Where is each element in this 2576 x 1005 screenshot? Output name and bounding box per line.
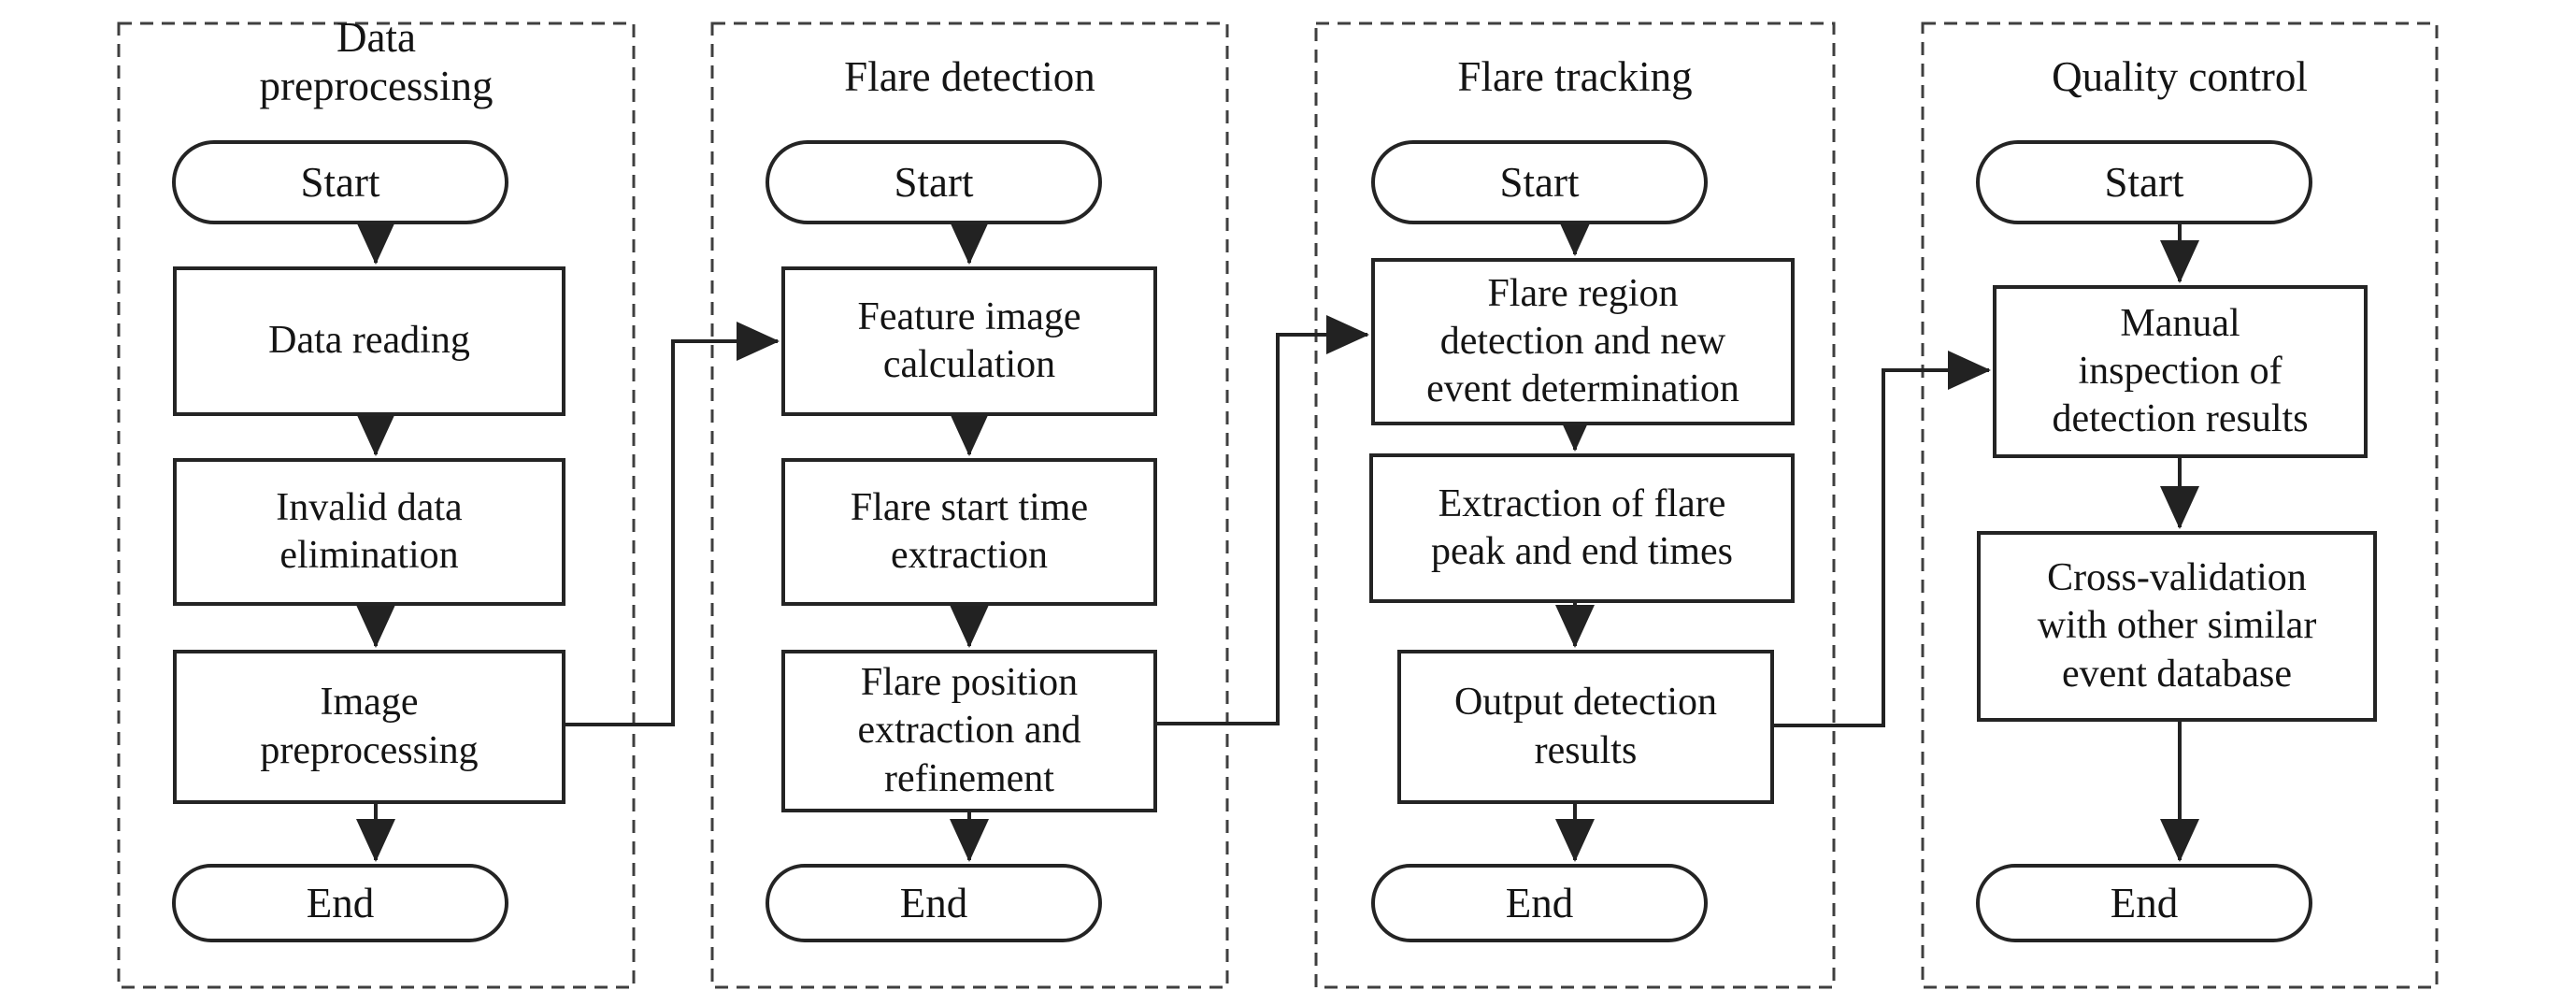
connector-detection-to-tracking bbox=[1157, 315, 1369, 725]
connector-preprocessing-to-detection bbox=[565, 322, 780, 726]
process-manual-inspection: Manual inspection of detection results bbox=[1993, 285, 2368, 458]
stage-title-flare-detection: Flare detection bbox=[844, 53, 1095, 100]
stage-title-data-preprocessing: Data preprocessing bbox=[259, 14, 494, 110]
terminator-end: End bbox=[1976, 864, 2312, 942]
process-feature-image-calculation: Feature image calculation bbox=[781, 266, 1157, 416]
process-flare-position-extraction-refinement: Flare position extraction and refinement bbox=[781, 650, 1157, 812]
terminator-end: End bbox=[766, 864, 1102, 942]
process-output-detection-results: Output detection results bbox=[1397, 650, 1774, 804]
stage-border-quality-control bbox=[1921, 22, 2439, 989]
terminator-start: Start bbox=[766, 140, 1102, 224]
stage-border-flare-detection bbox=[710, 22, 1229, 989]
stage-title-flare-tracking: Flare tracking bbox=[1457, 53, 1693, 100]
process-data-reading: Data reading bbox=[173, 266, 565, 416]
stage-borders bbox=[117, 22, 2439, 989]
stage-border-data-preprocessing bbox=[117, 22, 636, 989]
terminator-start: Start bbox=[1976, 140, 2312, 224]
process-image-preprocessing: Image preprocessing bbox=[173, 650, 565, 804]
terminator-end: End bbox=[172, 864, 508, 942]
stage-connectors bbox=[565, 315, 1991, 727]
process-flare-start-time-extraction: Flare start time extraction bbox=[781, 458, 1157, 606]
flow-arrows bbox=[356, 213, 2199, 862]
stage-title-quality-control: Quality control bbox=[2052, 53, 2308, 100]
connector-tracking-to-quality bbox=[1774, 351, 1991, 727]
process-flare-region-detection: Flare region detection and new event det… bbox=[1371, 258, 1795, 425]
stage-border-flare-tracking bbox=[1314, 22, 1836, 989]
process-cross-validation: Cross-validation with other similar even… bbox=[1977, 531, 2377, 722]
terminator-end: End bbox=[1371, 864, 1708, 942]
process-invalid-data-elimination: Invalid data elimination bbox=[173, 458, 565, 606]
terminator-start: Start bbox=[172, 140, 508, 224]
terminator-start: Start bbox=[1371, 140, 1708, 224]
process-extraction-flare-peak-end-times: Extraction of flare peak and end times bbox=[1369, 453, 1795, 603]
